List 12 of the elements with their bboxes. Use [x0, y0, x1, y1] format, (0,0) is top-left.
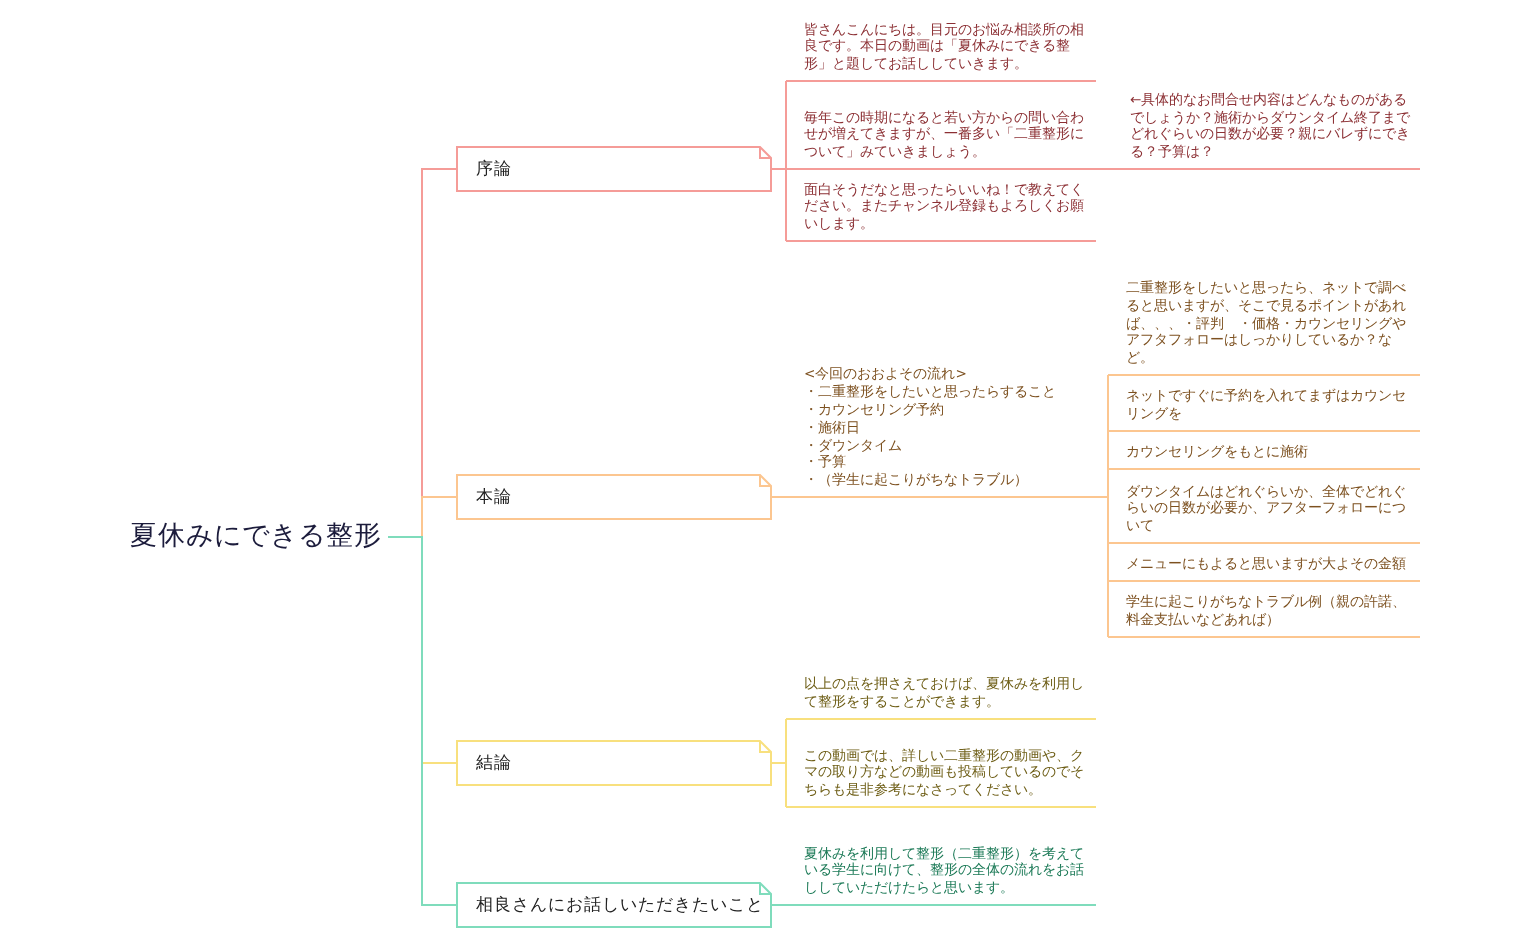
topic-box: 結論	[456, 740, 772, 786]
branch-line	[771, 496, 787, 498]
central-topic: 夏休みにできる整形	[124, 518, 388, 556]
topic-box: 相良さんにお話しいただきたいこと	[456, 882, 772, 928]
topic-box: 序論	[456, 146, 772, 192]
branch-line	[1095, 168, 1113, 170]
branch-line	[387, 536, 457, 906]
subtopic	[786, 366, 1096, 498]
branch-line	[771, 762, 787, 808]
branch-line	[771, 904, 787, 906]
branch-line	[1095, 496, 1109, 638]
topic-box: 本論	[456, 474, 772, 520]
